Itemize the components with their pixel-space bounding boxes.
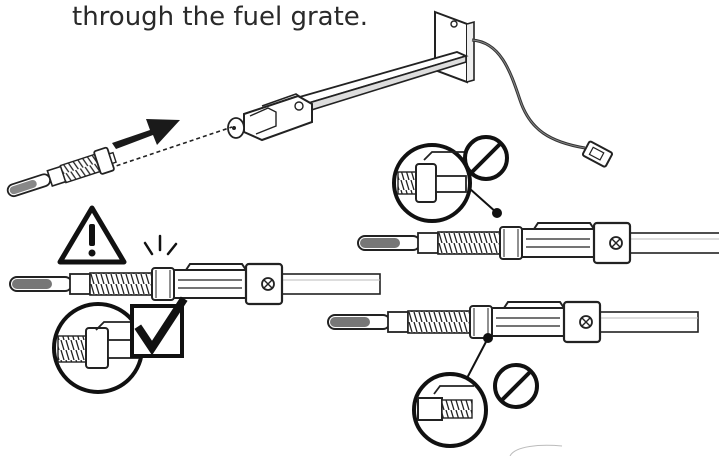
detail-circle-incorrect-bottom (412, 333, 493, 448)
detail-circle-correct (52, 302, 144, 394)
assembly-incorrect-bottom (326, 300, 700, 344)
instruction-caption: through the fuel grate. (72, 2, 369, 32)
warning-icon (57, 205, 127, 265)
assembly-correct (8, 262, 382, 306)
checkmark-icon (130, 296, 188, 358)
insertion-guide-line (109, 126, 233, 169)
prohibited-icon-bottom (493, 363, 539, 409)
contact-spark-lines (143, 234, 178, 256)
assembly-incorrect-top (356, 221, 719, 265)
glow-plug (6, 146, 117, 198)
insert-arrow-icon (112, 119, 180, 149)
page-edge-outline (509, 444, 563, 456)
main-bracket (227, 10, 614, 168)
detail-circle-incorrect-top (392, 143, 502, 223)
prohibited-icon-top (463, 135, 509, 181)
